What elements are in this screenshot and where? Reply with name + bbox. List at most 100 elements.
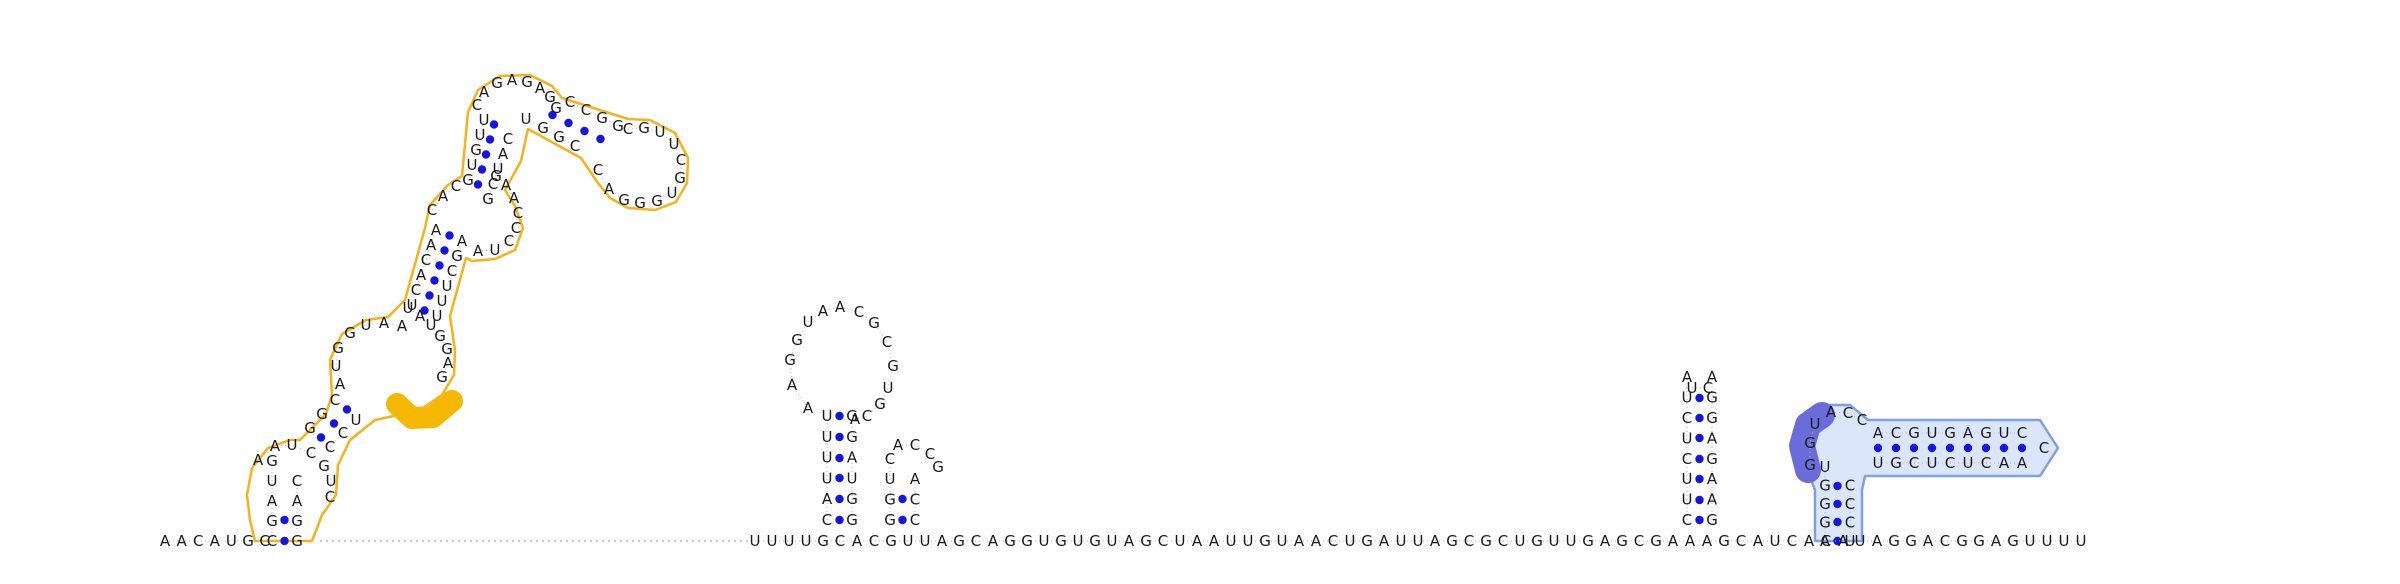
nucleotide: G xyxy=(618,191,630,209)
backbone-segment xyxy=(487,138,509,200)
nucleotide: A xyxy=(1873,424,1884,442)
nucleotide: U xyxy=(267,472,278,490)
nucleotide: A xyxy=(1707,429,1718,447)
nucleotide: C xyxy=(1682,511,1692,529)
nucleotide: U xyxy=(331,357,342,375)
base-pair-dot xyxy=(435,261,444,270)
backbone-segment xyxy=(411,229,437,306)
nucleotide: C xyxy=(593,161,603,179)
nucleotide: C xyxy=(1736,532,1746,550)
nucleotide: U xyxy=(1345,532,1356,550)
nucleotide: C xyxy=(1845,477,1855,495)
nucleotide: C xyxy=(472,96,482,114)
nucleotide: U xyxy=(822,449,833,467)
nucleotide: U xyxy=(1810,415,1821,433)
nucleotide: A xyxy=(1753,532,1764,550)
nucleotide: U xyxy=(1845,532,1856,550)
nucleotide: C xyxy=(2017,424,2027,442)
nucleotide: G xyxy=(2007,532,2019,550)
nucleotide: U xyxy=(361,316,372,334)
nucleotide: C xyxy=(325,438,335,456)
orange-loop-3: CAC xyxy=(427,177,461,219)
base-pair-dot xyxy=(485,135,495,144)
nucleotide: A xyxy=(535,79,546,97)
nucleotide: G xyxy=(1446,532,1458,550)
nucleotide: G xyxy=(1361,532,1373,550)
nucleotide: G xyxy=(451,247,463,265)
base-pair-dot xyxy=(1891,443,1901,453)
nucleotide: C xyxy=(1634,532,1644,550)
nucleotide: C xyxy=(854,303,864,321)
nucleotide: U xyxy=(1682,491,1693,509)
nucleotide: U xyxy=(667,184,678,202)
nucleotide: G xyxy=(846,490,858,508)
nucleotide: C xyxy=(910,436,920,454)
nucleotide: U xyxy=(767,532,778,550)
nucleotide: C xyxy=(1328,532,1338,550)
base-pair-dot xyxy=(1833,517,1842,527)
nucleotide: U xyxy=(1682,389,1693,407)
nucleotide: C xyxy=(330,391,340,409)
nucleotide: U xyxy=(493,160,504,178)
nucleotide: A xyxy=(1430,532,1441,550)
base-pair-dot xyxy=(477,165,487,174)
nucleotide: C xyxy=(488,175,498,193)
nucleotide: C xyxy=(1845,495,1855,513)
nucleotide: G xyxy=(1706,389,1718,407)
nucleotide: C xyxy=(1464,532,1474,550)
nucleotide: G xyxy=(344,324,356,342)
nucleotide: A xyxy=(443,354,454,372)
nucleotide: A xyxy=(457,232,468,250)
nucleotide: A xyxy=(335,375,346,393)
hairpin-b-right: CCA xyxy=(910,470,921,529)
nucleotide: U xyxy=(1855,532,1866,550)
nucleotide: C xyxy=(1682,409,1692,427)
base-pair-dot xyxy=(2017,443,2027,453)
nucleotide: U xyxy=(822,407,833,425)
nucleotide: C xyxy=(1821,532,1831,550)
nucleotide: C xyxy=(1945,454,1955,472)
base-pair-dot xyxy=(425,291,434,300)
nucleotide: C xyxy=(1703,379,1713,397)
nucleotide: G xyxy=(1531,532,1543,550)
nucleotide: G xyxy=(596,109,608,127)
nucleotide: G xyxy=(1908,424,1920,442)
base-pair-dot xyxy=(1695,474,1704,484)
base-pair-dot xyxy=(1695,433,1704,443)
nucleotide: G xyxy=(846,511,858,529)
nucleotide: G xyxy=(1259,532,1271,550)
nucleotide: G xyxy=(318,457,330,475)
nucleotide: G xyxy=(482,190,494,208)
nucleotide: G xyxy=(332,339,344,357)
nucleotide: U xyxy=(403,299,414,317)
nucleotide: C xyxy=(581,101,591,119)
nucleotide: A xyxy=(498,145,509,163)
nucleotide: G xyxy=(441,340,453,358)
nucleotide: G xyxy=(1956,532,1968,550)
nucleotide: A xyxy=(988,532,999,550)
base-pair-dot xyxy=(1695,413,1704,423)
nucleotide: G xyxy=(1905,532,1917,550)
nucleotide: A xyxy=(818,302,829,320)
nucleotide: G xyxy=(612,117,624,135)
nucleotide: G xyxy=(1480,532,1492,550)
nucleotide: U xyxy=(1515,532,1526,550)
nucleotide: C xyxy=(869,532,879,550)
orange-domain-highlight xyxy=(386,390,463,429)
nucleotide: A xyxy=(253,451,264,469)
nucleotide: U xyxy=(490,241,501,259)
nucleotide: G xyxy=(291,512,303,530)
nucleotide: A xyxy=(438,187,449,205)
base-pair-dot xyxy=(440,246,449,255)
blue-tail: C xyxy=(2039,439,2049,457)
